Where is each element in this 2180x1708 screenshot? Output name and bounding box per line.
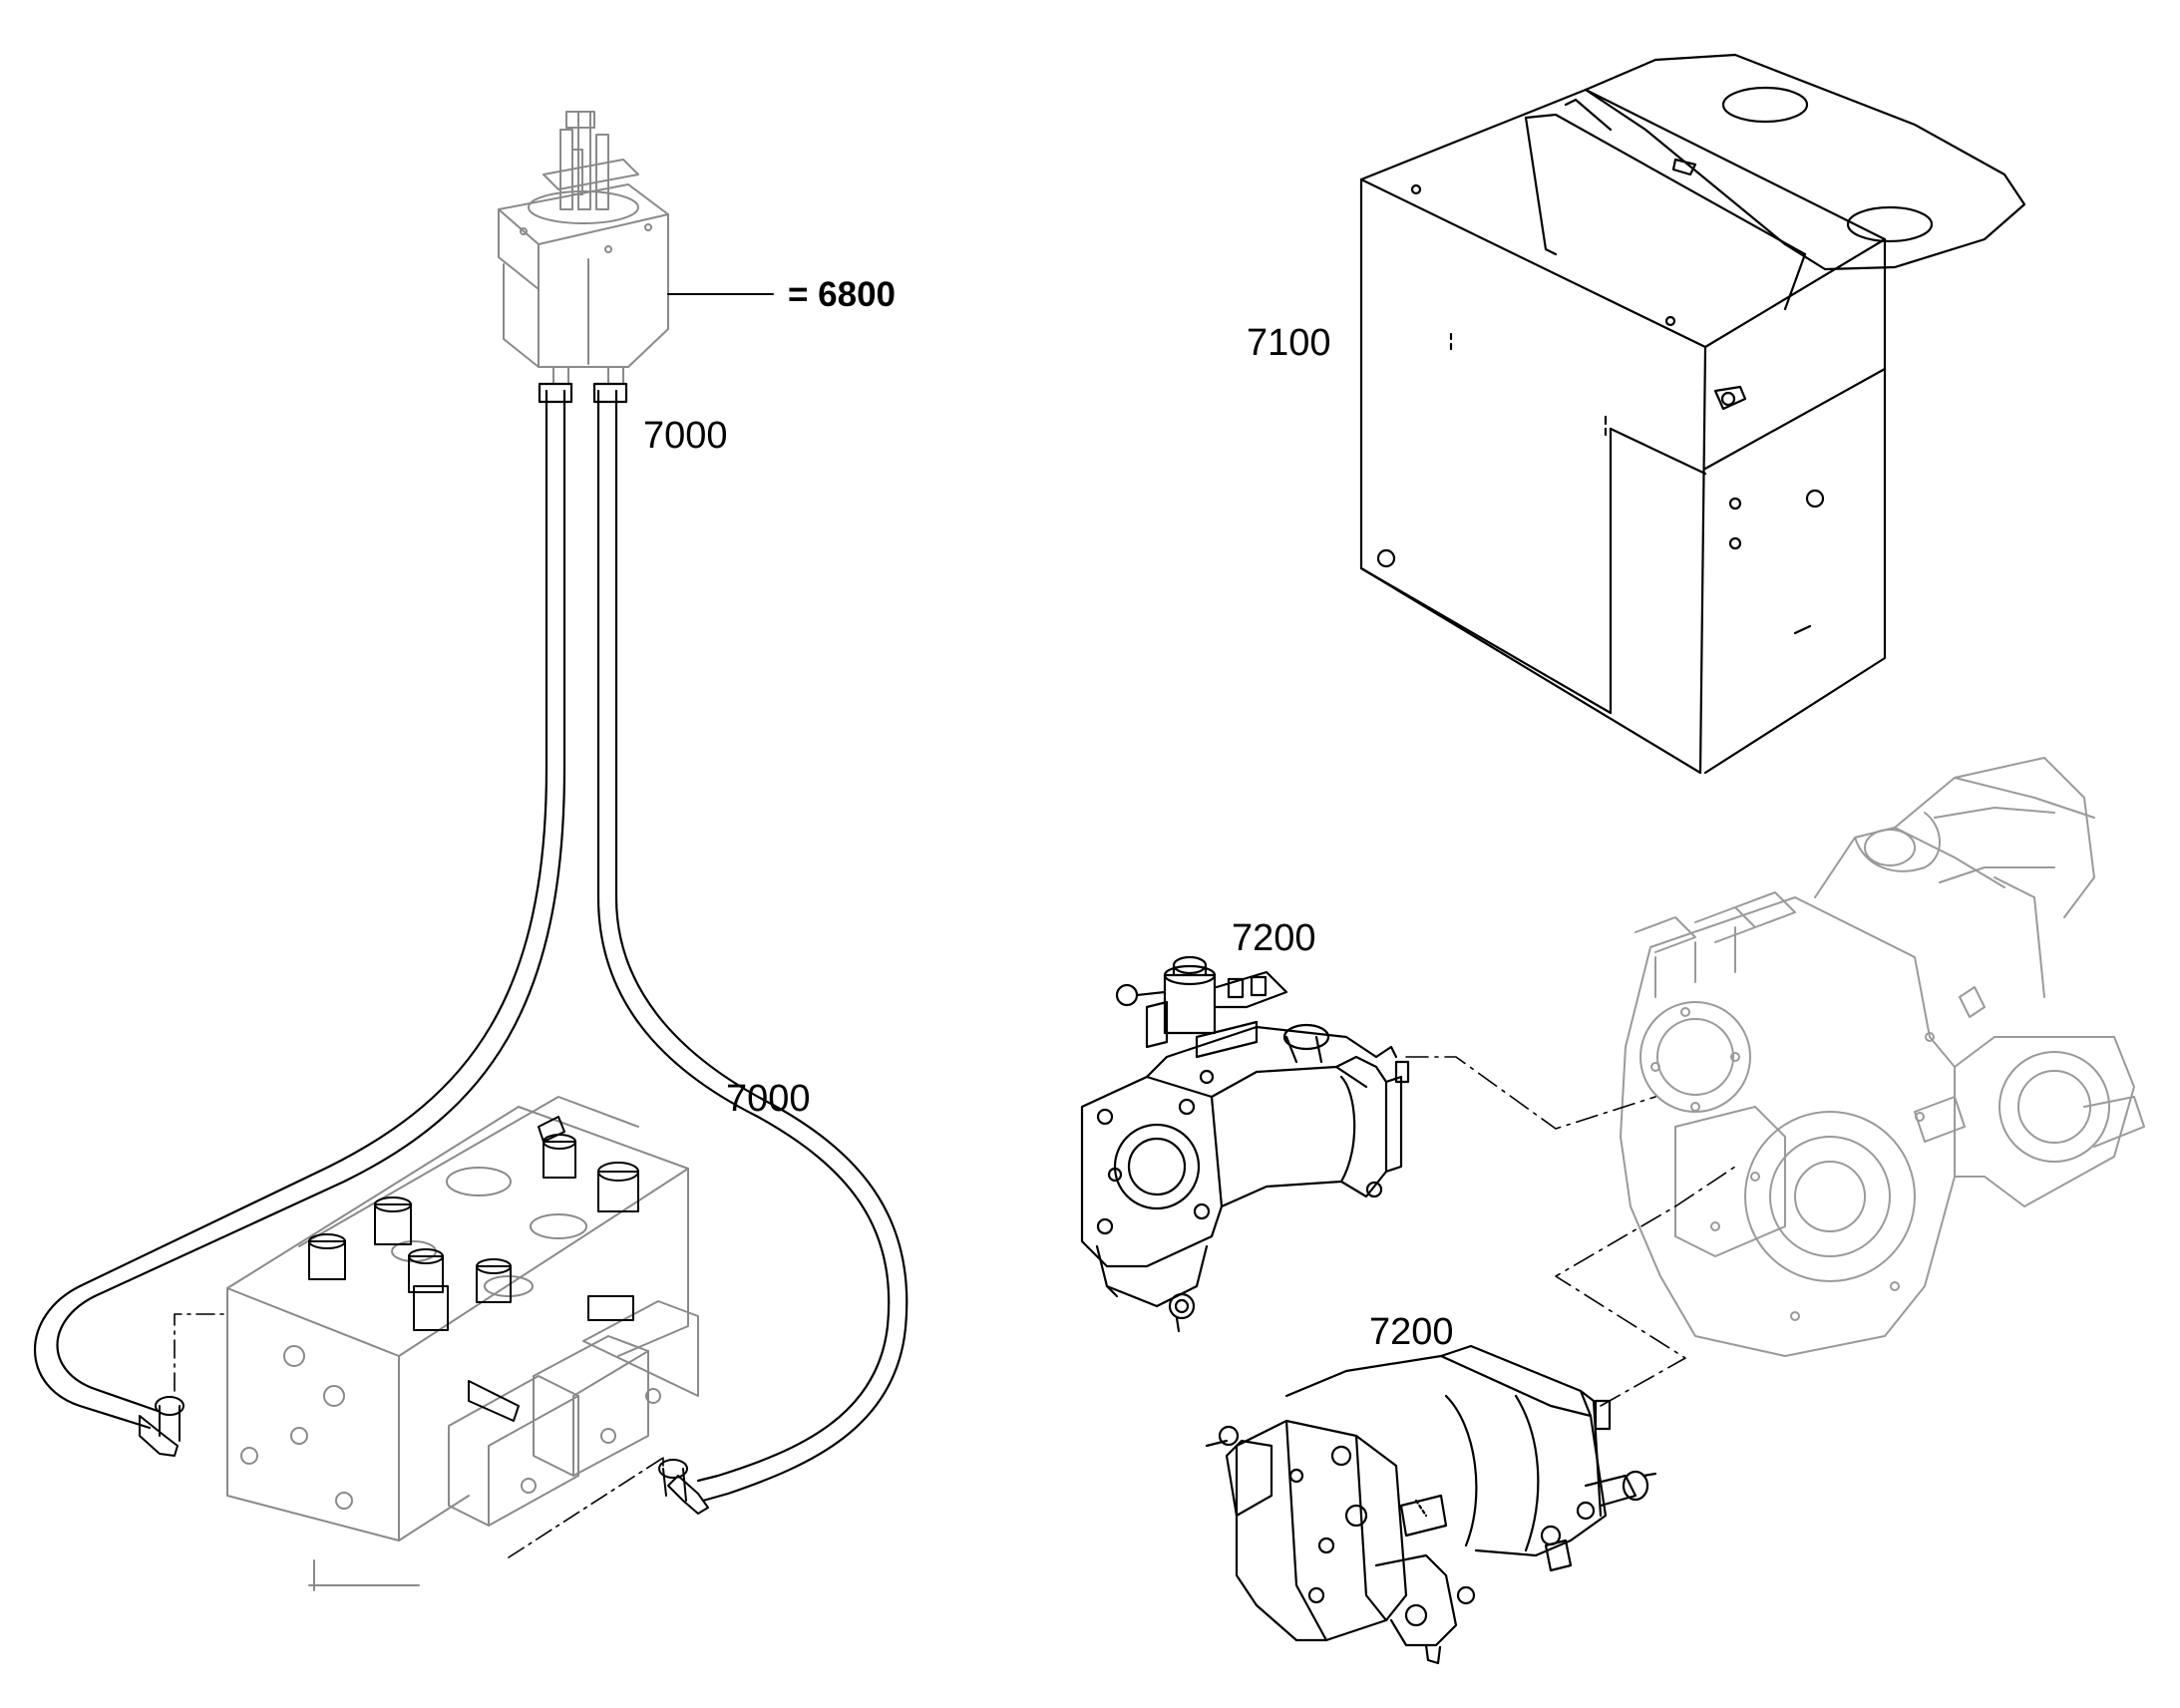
callout-7200-upper: 7200 [1232,917,1316,959]
hose-fitting-left [139,1396,184,1457]
steering-unit-6800 [498,111,669,385]
valve-fittings [308,1116,639,1422]
mount-dash-dot-lines [1405,1056,1736,1407]
hose-left [34,382,573,1430]
callout-7200-lower: 7200 [1369,1311,1454,1353]
valve-dash-dot-lines [174,1313,664,1558]
callout-7000-upper: 7000 [643,415,728,457]
callout-7000-lower: 7000 [726,1078,811,1120]
callout-7100: 7100 [1247,322,1331,364]
cabinet-7100 [1359,53,2026,775]
hose-fitting-right [658,1459,709,1515]
hose-right [592,382,908,1503]
hydraulic-motor-upper-7200 [1080,955,1410,1333]
hydraulic-motor-lower-7200 [1205,1344,1657,1665]
control-valve-block [226,1096,699,1591]
callout-6800: = 6800 [788,275,897,314]
transmission-housing [1620,757,2145,1357]
